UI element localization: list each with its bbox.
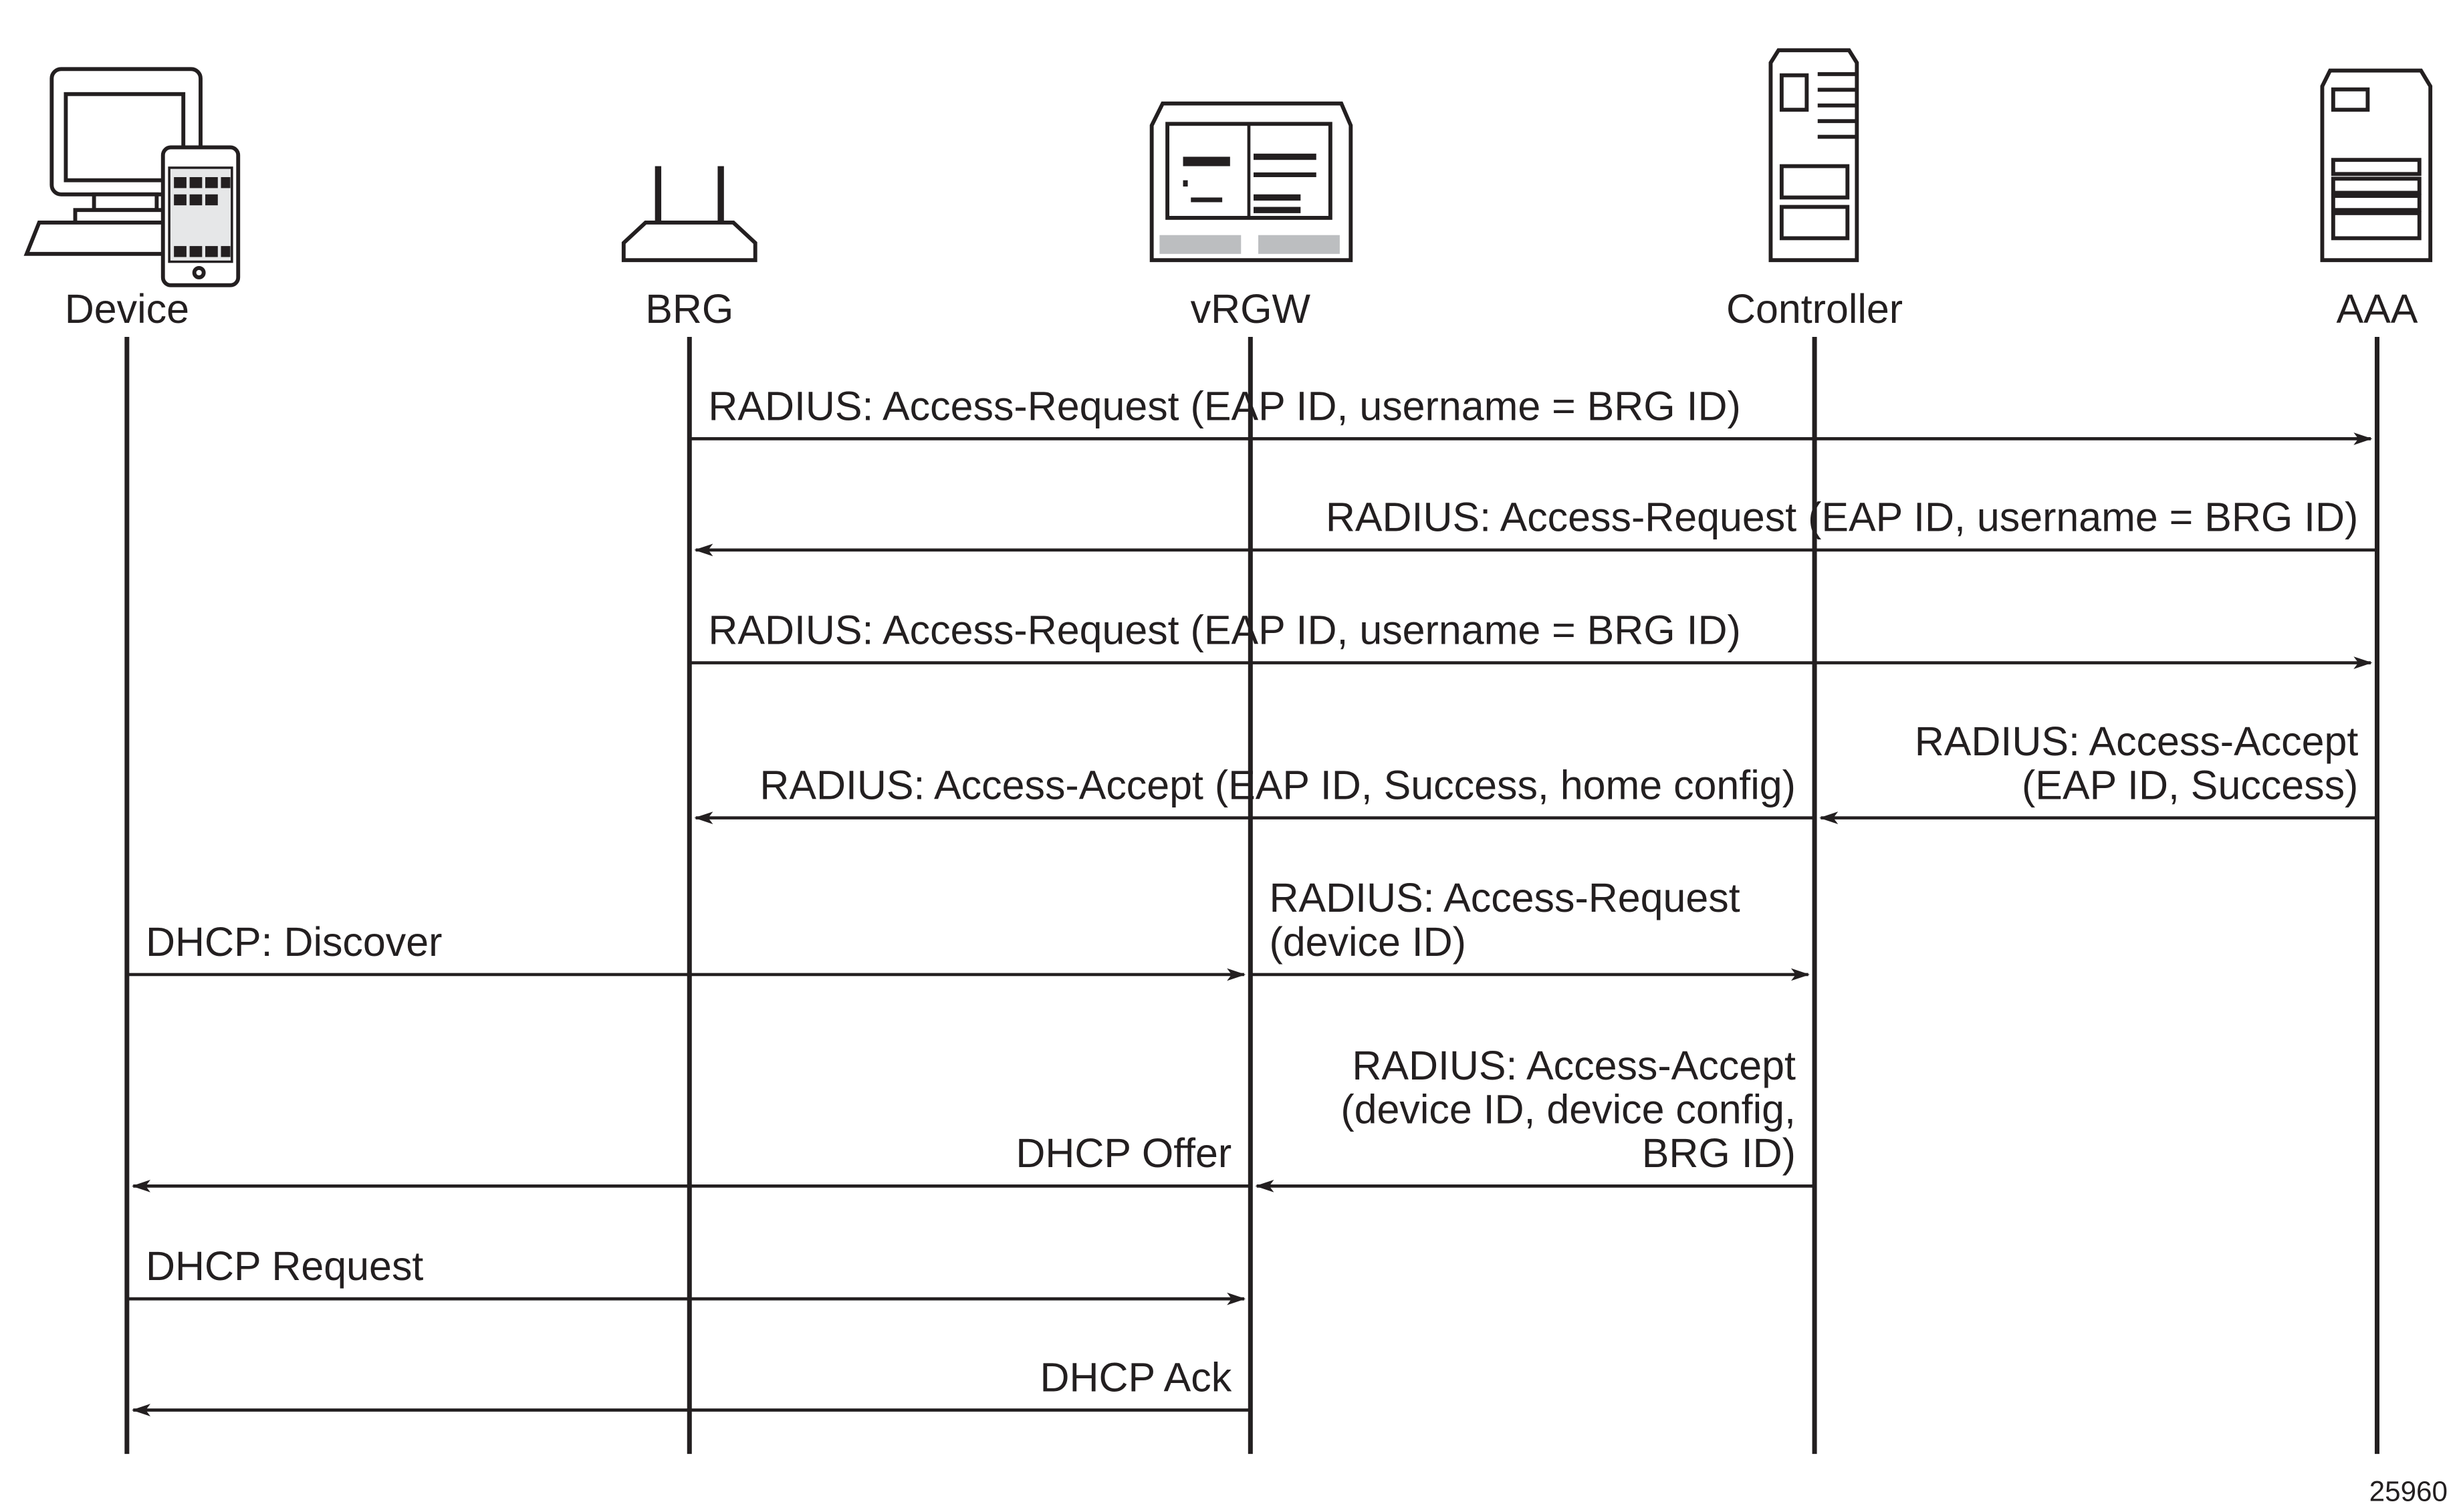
participant-label-device: Device — [65, 286, 189, 332]
messages: RADIUS: Access-Request (EAP ID, username… — [126, 383, 2377, 1416]
server-tower-icon — [2320, 68, 2433, 263]
message-label: RADIUS: Access-Request (EAP ID, username… — [708, 607, 1740, 652]
participant-label-brg: BRG — [645, 286, 733, 332]
message-label: (device ID, device config, — [1340, 1087, 1796, 1132]
computer-and-phone-icon — [23, 67, 241, 287]
chassis-icon — [1149, 101, 1353, 263]
message-10: DHCP Request — [126, 1243, 1246, 1305]
participant-label-aaa: AAA — [2337, 286, 2418, 332]
message-3: RADIUS: Access-Request (EAP ID, username… — [689, 607, 2373, 669]
message-label: RADIUS: Access-Request (EAP ID, username… — [708, 383, 1740, 428]
message-6: DHCP: Discover — [126, 919, 1246, 981]
message-11: DHCP Ack — [131, 1354, 1251, 1416]
message-9: DHCP Offer — [131, 1130, 1251, 1192]
server-tower-icon — [1768, 48, 1859, 263]
message-label: (EAP ID, Success) — [2022, 762, 2358, 807]
participant-label-controller: Controller — [1726, 286, 1903, 332]
message-2: RADIUS: Access-Request (EAP ID, username… — [694, 495, 2377, 557]
message-label: DHCP: Discover — [146, 919, 442, 965]
message-label: DHCP Offer — [1016, 1130, 1232, 1176]
message-label: DHCP Ack — [1040, 1354, 1232, 1400]
message-label: RADIUS: Access-Accept — [1352, 1043, 1796, 1088]
message-label: RADIUS: Access-Request — [1269, 875, 1740, 920]
message-label: RADIUS: Access-Accept (EAP ID, Success, … — [759, 762, 1796, 807]
message-label: (device ID) — [1269, 919, 1466, 965]
router-icon — [621, 166, 757, 263]
participants: Device BRG vRGW Controller AAA — [65, 286, 2418, 1455]
figure-number: 25960 — [2369, 1475, 2448, 1507]
participant-label-vrgw: vRGW — [1191, 286, 1311, 332]
message-7: RADIUS: Access-Request(device ID) — [1250, 875, 1810, 981]
message-label: BRG ID) — [1642, 1130, 1796, 1176]
message-label: RADIUS: Access-Accept — [1915, 719, 2359, 764]
message-label: DHCP Request — [146, 1243, 423, 1289]
message-8: RADIUS: Access-Accept(device ID, device … — [1255, 1043, 1815, 1192]
message-1: RADIUS: Access-Request (EAP ID, username… — [689, 383, 2373, 445]
message-4: RADIUS: Access-Accept(EAP ID, Success) — [1819, 719, 2377, 824]
message-label: RADIUS: Access-Request (EAP ID, username… — [1326, 495, 2358, 540]
message-5: RADIUS: Access-Accept (EAP ID, Success, … — [694, 762, 1815, 824]
